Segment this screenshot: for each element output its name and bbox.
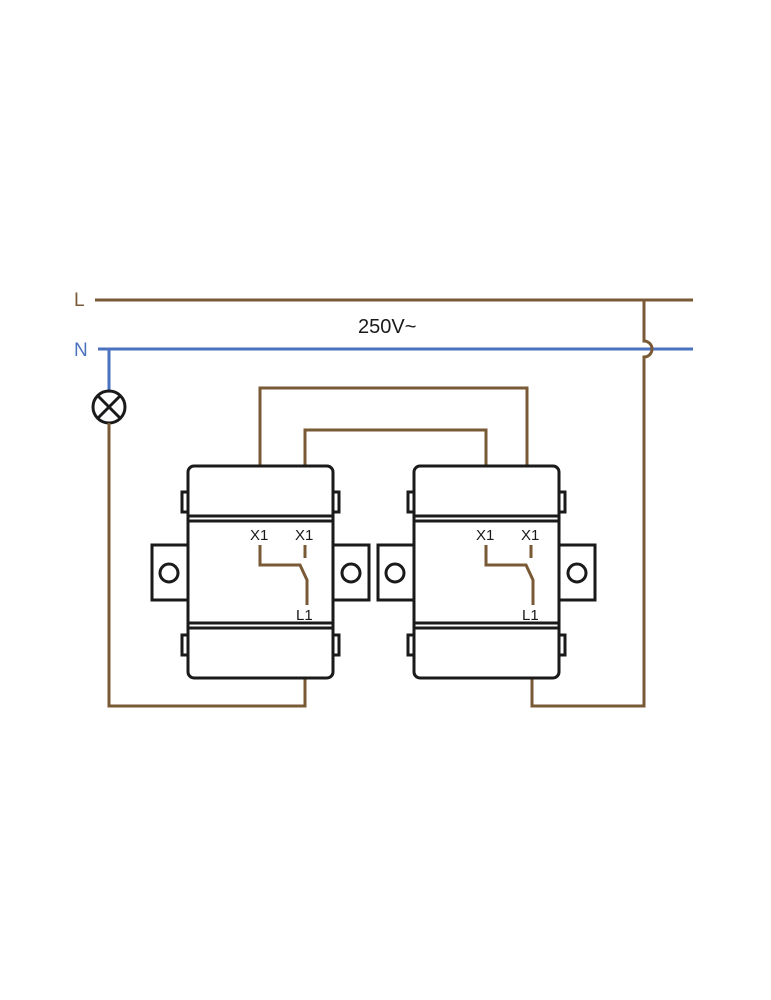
terminal-label: X1 bbox=[521, 527, 539, 544]
line-label: L bbox=[74, 290, 85, 311]
terminal-label: X1 bbox=[250, 527, 268, 544]
switch-2: X1 X1 L1 bbox=[376, 464, 597, 680]
switch-1: X1 X1 L1 bbox=[150, 464, 371, 680]
line-drop-wire bbox=[530, 300, 654, 708]
terminal-label: X1 bbox=[295, 527, 313, 544]
lamp-icon bbox=[91, 389, 127, 425]
traveler-wire-outer bbox=[258, 386, 529, 466]
lamp-switch-wire bbox=[107, 423, 307, 708]
mounting-ear-right bbox=[331, 543, 371, 602]
terminal-label: L1 bbox=[522, 607, 539, 624]
voltage-label: 250V~ bbox=[358, 316, 416, 338]
terminal-label: X1 bbox=[476, 527, 494, 544]
mounting-ear-left bbox=[150, 543, 190, 602]
neutral-label: N bbox=[74, 340, 88, 361]
terminal-label: L1 bbox=[296, 607, 313, 624]
mounting-ear-left bbox=[376, 543, 416, 602]
mounting-ear-right bbox=[557, 543, 597, 602]
traveler-wire-inner bbox=[303, 428, 488, 466]
